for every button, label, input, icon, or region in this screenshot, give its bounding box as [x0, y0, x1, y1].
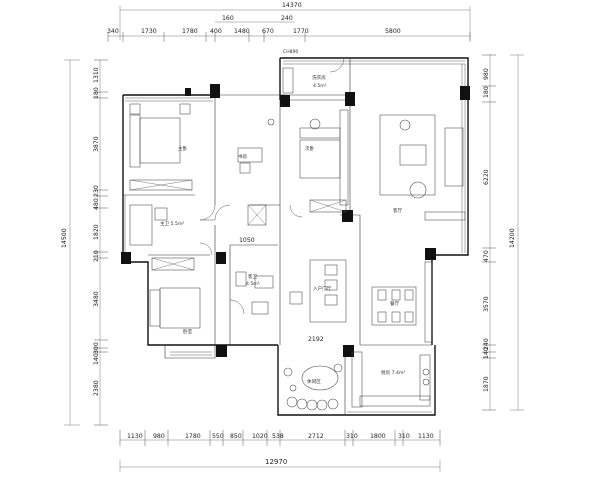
entry-label: 入户门厅 [313, 285, 332, 292]
left-total-dim: 14500 [61, 228, 68, 248]
bottom-dim-6: 1020 [252, 433, 268, 440]
kitchen-label: 厨房 7.4m² [381, 369, 405, 376]
second-bedroom-label: 次卧 [305, 145, 315, 152]
study-label: 书房 [238, 153, 248, 160]
top-dimension-lines: 14370 160 240 340 1730 1780 400 1480 670… [107, 2, 471, 42]
second-bed [299, 118, 341, 179]
top-total-dim: 14370 [282, 2, 302, 9]
guest-bath-area-label: 4.5m² [246, 281, 260, 287]
mid-dim-1: 1050 [239, 237, 255, 244]
bottom-dim-10: 1800 [370, 433, 386, 440]
right-dim-8: 1870 [483, 376, 490, 392]
right-dim-5: 3570 [483, 296, 490, 312]
right-dimension-lines: 14200 980 180 6220 470 3570 240 140 1870 [482, 54, 524, 411]
master-bed [129, 103, 191, 168]
left-dim-4: 230 [93, 185, 100, 197]
guest-bath-label: 客卫 [248, 273, 258, 280]
left-dim-10: 140 [93, 353, 100, 365]
laundry-area-label: 4.5m² [313, 83, 327, 89]
bathroom-fixtures [129, 204, 274, 315]
left-dim-8: 3480 [93, 291, 100, 307]
right-total-dim: 14200 [509, 228, 516, 248]
left-dim-6: 1820 [93, 224, 100, 240]
left-dim-3: 3870 [93, 136, 100, 152]
room-labels: 洗衣房 4.5m² CH890 主卧 书房 次卧 主卫 5.5m² 客卫 4.5… [160, 49, 405, 385]
bottom-dim-11: 310 [398, 433, 410, 440]
top-dim-4: 400 [210, 28, 222, 35]
top-dim-2: 1730 [141, 28, 157, 35]
structural-columns [121, 84, 470, 357]
right-dim-3: 6220 [483, 169, 490, 185]
right-dim-2: 180 [483, 86, 490, 98]
top-dim-8: 5800 [385, 28, 401, 35]
bottom-dim-9: 310 [346, 433, 358, 440]
top-dim-6: 670 [262, 28, 274, 35]
living-room-label: 客厅 [393, 207, 403, 214]
master-bedroom-label: 主卧 [178, 145, 188, 152]
left-dim-1: 1310 [93, 67, 100, 83]
bottom-dim-4: 550 [212, 433, 224, 440]
laundry-label: 洗衣房 [312, 74, 326, 81]
right-dim-4: 470 [483, 250, 490, 262]
bottom-dimension-lines: 1130 980 1780 550 850 1020 538 2712 310 … [119, 430, 441, 472]
left-dimension-lines: 14500 1310 180 3870 230 480 1820 210 348… [61, 59, 108, 426]
top-small-note: CH890 [283, 49, 299, 55]
study-desk [237, 118, 275, 174]
top-dim-7: 1770 [293, 28, 309, 35]
third-bedroom-label: 卧室 [183, 328, 193, 335]
garden-plants [283, 363, 343, 411]
garden-label: 休闲区 [307, 378, 321, 385]
entry-bench [289, 259, 347, 323]
third-bed [149, 287, 201, 329]
left-dim-2: 180 [93, 87, 100, 99]
dining-set [371, 286, 417, 326]
right-dim-7: 140 [483, 347, 490, 359]
master-bath-label: 主卫 5.5m² [160, 220, 184, 227]
exterior-walls [122, 57, 469, 416]
bottom-dim-1: 1130 [127, 433, 143, 440]
right-dim-6: 240 [483, 338, 490, 350]
left-dim-7: 210 [93, 250, 100, 262]
dining-label: 餐厅 [390, 300, 400, 307]
top-upper-dim-2: 240 [281, 15, 293, 22]
door-swings [199, 57, 345, 315]
sofa-set [379, 114, 466, 221]
bottom-dim-7: 538 [272, 433, 284, 440]
bottom-dim-5: 850 [230, 433, 242, 440]
window-bands [124, 60, 466, 413]
left-dim-5: 480 [93, 198, 100, 210]
top-dim-5: 1480 [234, 28, 250, 35]
bottom-dim-2: 980 [153, 433, 165, 440]
top-dim-3: 1780 [182, 28, 198, 35]
mid-dim-2: 2192 [308, 336, 324, 343]
right-dim-1: 980 [483, 68, 490, 80]
left-dim-11: 2380 [93, 380, 100, 396]
top-upper-dim-1: 160 [222, 15, 234, 22]
kitchen-counters [351, 351, 431, 408]
bottom-dim-8: 2712 [308, 433, 324, 440]
top-dim-1: 340 [107, 28, 119, 35]
bottom-dim-3: 1780 [185, 433, 201, 440]
left-dim-9: 300 [93, 342, 100, 354]
bottom-dim-12: 1130 [418, 433, 434, 440]
wardrobes [129, 67, 433, 343]
bottom-total-dim: 12970 [265, 458, 287, 466]
